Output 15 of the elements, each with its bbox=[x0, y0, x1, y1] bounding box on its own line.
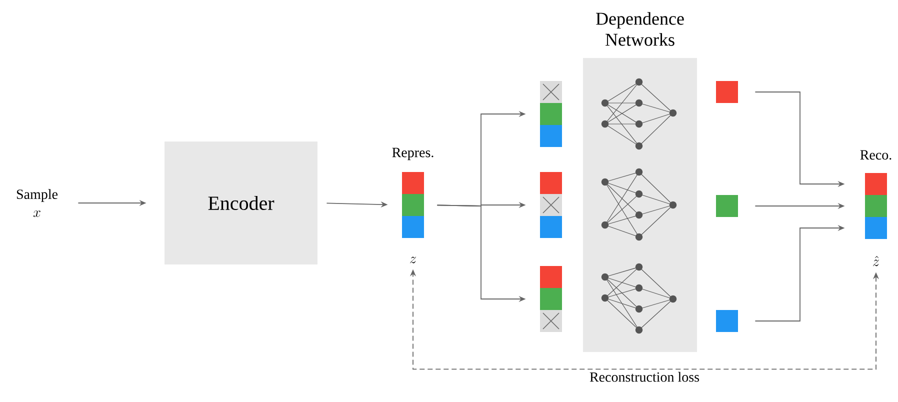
node-label: Dependence Networks bbox=[596, 12, 684, 46]
vector-bar bbox=[540, 172, 562, 238]
vector-bar bbox=[540, 81, 562, 147]
encoder-box: Encoder bbox=[164, 142, 318, 264]
output-square bbox=[716, 310, 738, 332]
input-label: Sample $x$ bbox=[16, 189, 58, 217]
vector-heading: Repres. bbox=[392, 148, 434, 160]
panel: Dependence Networks bbox=[583, 12, 697, 352]
output-square bbox=[716, 195, 738, 217]
vector-bar bbox=[540, 266, 562, 332]
vector-symbol: $z$ bbox=[410, 256, 416, 264]
output-square bbox=[716, 81, 738, 103]
vector-heading: Reco. bbox=[860, 150, 892, 160]
vector-symbol: $\hat{z}$ bbox=[873, 256, 880, 266]
edge-label: Reconstruction loss bbox=[588, 370, 701, 383]
